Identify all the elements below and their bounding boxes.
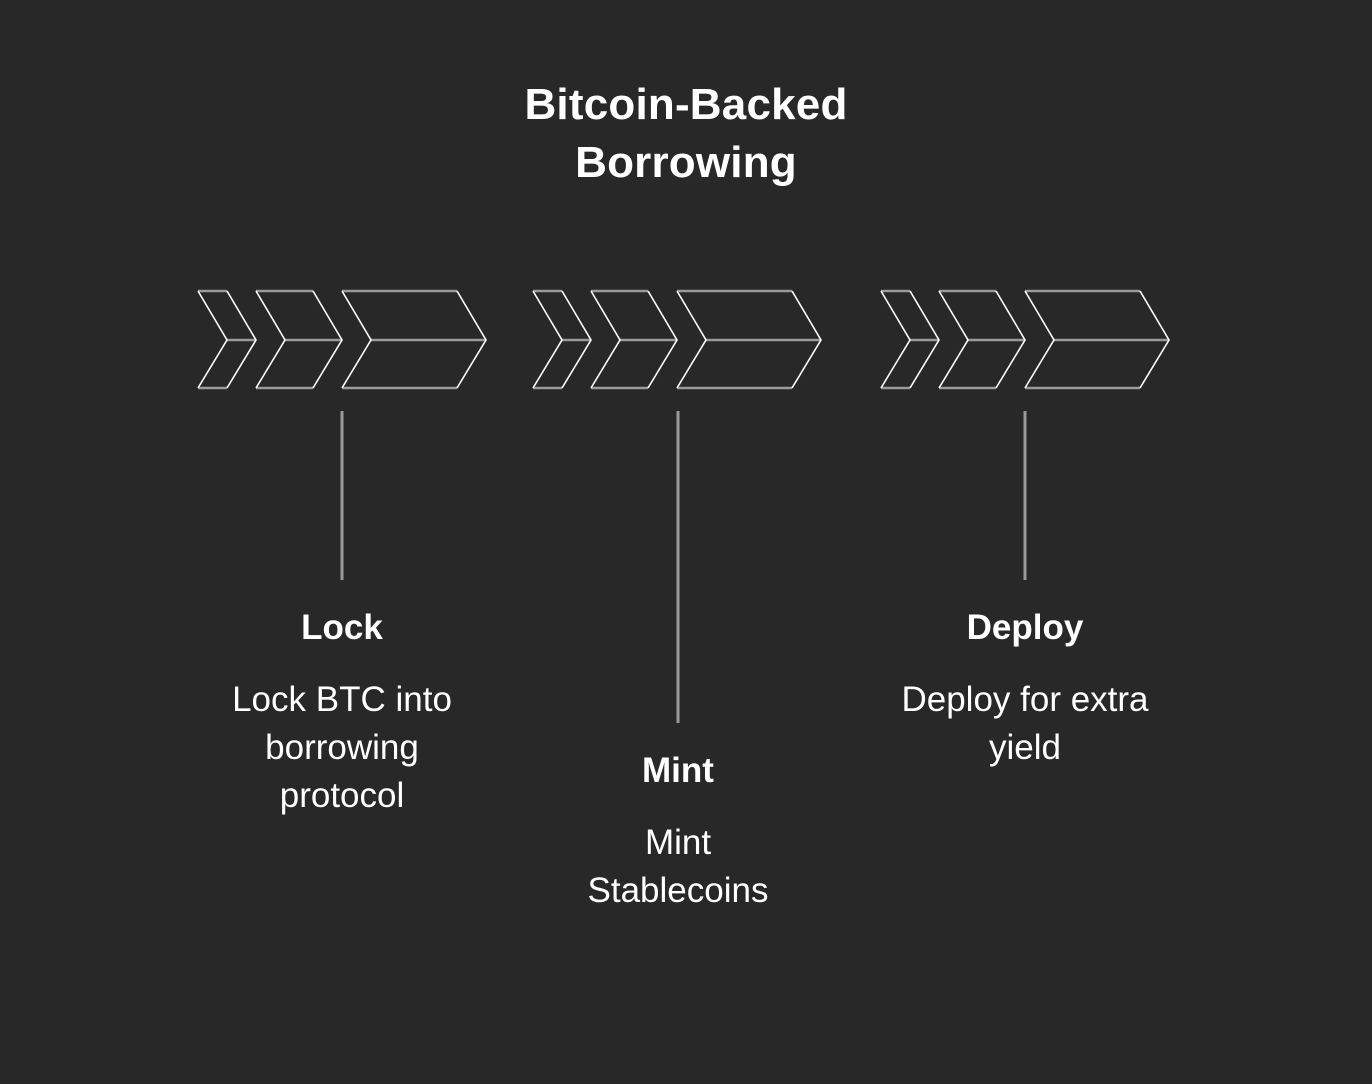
step-description-line: Stablecoins bbox=[587, 871, 769, 910]
chevron-arrow-icon bbox=[532, 289, 822, 390]
step-description-line: Lock BTC into bbox=[232, 680, 452, 719]
step-description-line: Mint bbox=[644, 823, 712, 862]
chevron-arrow-icon bbox=[880, 289, 1170, 390]
step-mint: Mint Mint Stablecoins bbox=[518, 749, 838, 915]
step-description-line: protocol bbox=[279, 776, 405, 815]
diagram-title: Bitcoin-Backed Borrowing bbox=[0, 76, 1372, 192]
step-description-line: Deploy for extra bbox=[901, 680, 1149, 719]
step-description-line: borrowing bbox=[265, 728, 419, 767]
step-description: Mint Stablecoins bbox=[518, 819, 838, 915]
step-description: Deploy for extra yield bbox=[865, 676, 1185, 772]
step-title: Mint bbox=[642, 751, 714, 790]
step-description-line: yield bbox=[989, 728, 1061, 767]
step-deploy: Deploy Deploy for extra yield bbox=[865, 606, 1185, 772]
title-line-1: Bitcoin-Backed bbox=[524, 80, 848, 129]
step-title: Deploy bbox=[966, 608, 1084, 647]
title-line-2: Borrowing bbox=[575, 138, 797, 187]
chevron-arrow-icon bbox=[197, 289, 487, 390]
step-title: Lock bbox=[301, 608, 383, 647]
step-lock: Lock Lock BTC into borrowing protocol bbox=[182, 606, 502, 820]
step-description: Lock BTC into borrowing protocol bbox=[182, 676, 502, 820]
